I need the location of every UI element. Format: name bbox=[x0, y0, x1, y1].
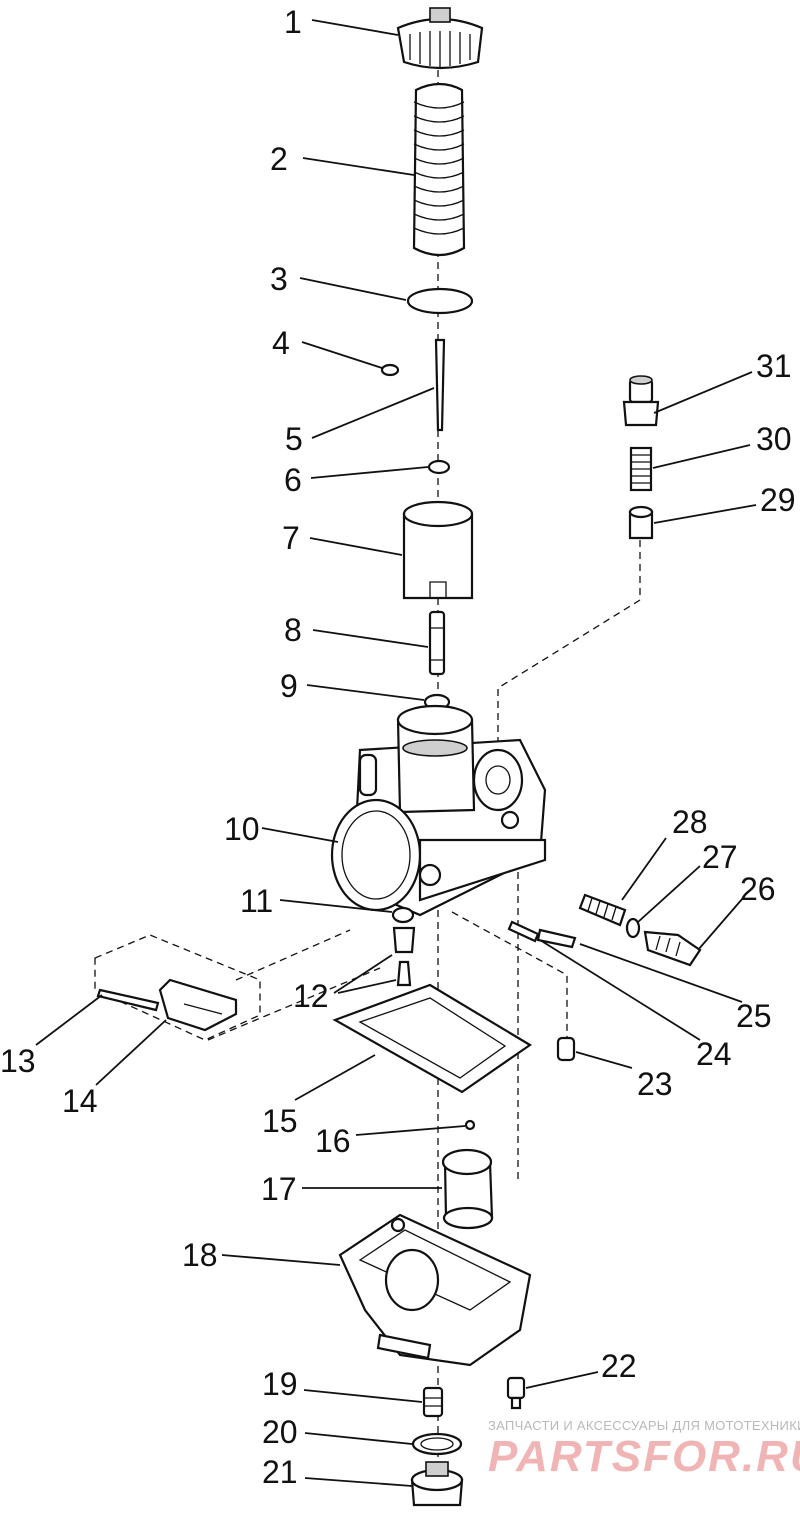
callout-2: 2 bbox=[270, 141, 288, 177]
callout-30: 30 bbox=[756, 421, 792, 457]
part-12-needle-valve bbox=[392, 926, 416, 987]
callout-1: 1 bbox=[284, 4, 302, 40]
callout-23: 23 bbox=[637, 1066, 673, 1102]
part-25-pilot-screw bbox=[536, 928, 577, 949]
part-23-plug bbox=[556, 1036, 576, 1062]
callout-4: 4 bbox=[272, 325, 290, 361]
part-20-o-ring bbox=[411, 1432, 463, 1456]
callout-16: 16 bbox=[315, 1123, 351, 1159]
part-4-clip bbox=[380, 363, 400, 377]
callout-8: 8 bbox=[284, 612, 302, 648]
part-31-nut bbox=[622, 375, 660, 427]
part-16-ball bbox=[464, 1119, 476, 1131]
callout-6: 6 bbox=[284, 462, 302, 498]
part-2-spring bbox=[412, 82, 466, 257]
part-5-needle bbox=[434, 338, 446, 432]
callout-28: 28 bbox=[672, 804, 708, 840]
callout-12: 12 bbox=[293, 978, 329, 1014]
callout-19: 19 bbox=[262, 1366, 298, 1402]
part-3-plate bbox=[406, 287, 474, 315]
callout-13: 13 bbox=[0, 1043, 36, 1079]
part-11-float-needle-seat bbox=[391, 906, 415, 924]
callout-7: 7 bbox=[282, 520, 300, 556]
part-6-washer bbox=[427, 459, 451, 475]
callout-18: 18 bbox=[182, 1237, 218, 1273]
part-30-spring bbox=[629, 446, 653, 492]
part-15-gasket bbox=[332, 983, 533, 1094]
callout-27: 27 bbox=[702, 839, 738, 875]
callout-10: 10 bbox=[224, 811, 260, 847]
part-26-throttle-stop-screw bbox=[643, 930, 702, 967]
callout-22: 22 bbox=[601, 1348, 637, 1384]
part-17-float bbox=[441, 1148, 494, 1230]
part-21-drain-plug bbox=[410, 1461, 464, 1507]
callout-17: 17 bbox=[261, 1171, 297, 1207]
watermark-caption: ЗАПЧАСТИ И АКСЕССУАРЫ ДЛЯ МОТОТЕХНИКИ bbox=[488, 1418, 800, 1433]
callout-29: 29 bbox=[760, 482, 796, 518]
callout-20: 20 bbox=[262, 1414, 298, 1450]
watermark: ЗАПЧАСТИ И АКСЕССУАРЫ ДЛЯ МОТОТЕХНИКИ PA… bbox=[488, 1418, 800, 1481]
callout-25: 25 bbox=[736, 998, 772, 1034]
callout-24: 24 bbox=[696, 1036, 732, 1072]
callout-11: 11 bbox=[240, 883, 273, 919]
part-24-spring bbox=[507, 920, 540, 943]
leader-lines bbox=[35, 19, 757, 1487]
callout-labels: 1 2 3 4 5 6 7 8 9 10 11 12 13 14 15 16 1… bbox=[0, 4, 796, 1490]
part-27-washer bbox=[625, 917, 641, 939]
part-18-float-bowl bbox=[338, 1213, 532, 1367]
callout-31: 31 bbox=[756, 348, 792, 384]
callout-14: 14 bbox=[62, 1083, 98, 1119]
part-29-plunger bbox=[628, 505, 654, 540]
callout-9: 9 bbox=[280, 668, 298, 704]
callout-3: 3 bbox=[270, 261, 288, 297]
part-22-screw bbox=[506, 1376, 526, 1410]
part-28-spring bbox=[578, 893, 627, 927]
callout-5: 5 bbox=[285, 421, 303, 457]
part-8-needle-jet bbox=[428, 610, 446, 676]
parts-illustration bbox=[94, 7, 702, 1507]
part-7-throttle-valve bbox=[402, 500, 474, 600]
part-1-cap bbox=[396, 7, 484, 70]
watermark-logo: PARTSFOR.RU bbox=[488, 1432, 800, 1481]
callout-21: 21 bbox=[262, 1454, 298, 1490]
part-13-float-pin bbox=[96, 988, 160, 1012]
callout-15: 15 bbox=[262, 1103, 298, 1139]
part-14-float-arm bbox=[158, 978, 238, 1032]
callout-26: 26 bbox=[740, 871, 776, 907]
part-10-carburetor-body bbox=[330, 704, 547, 917]
part-19-main-jet bbox=[422, 1386, 444, 1418]
